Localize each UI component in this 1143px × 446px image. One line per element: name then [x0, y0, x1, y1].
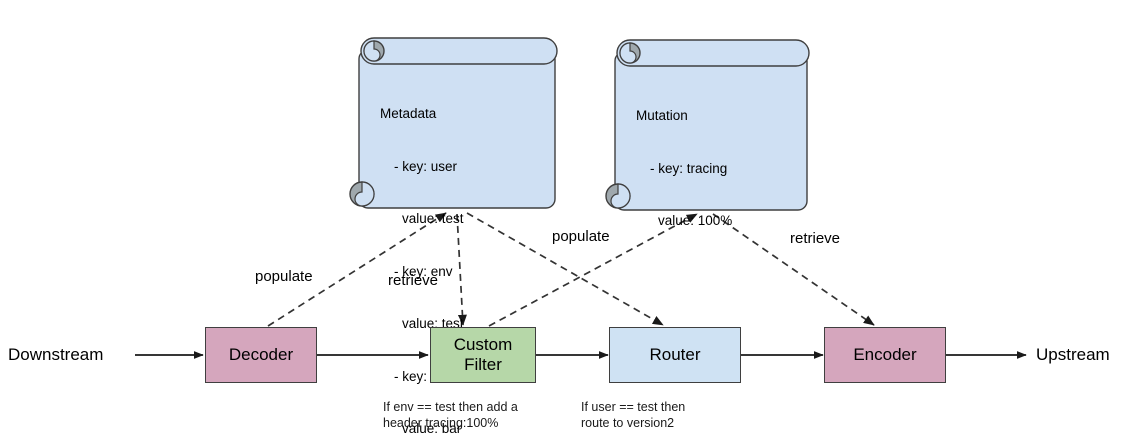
edge-label-retrieve-mutation: retrieve [790, 230, 841, 247]
caption-router: If user == test then route to version2 [581, 400, 686, 430]
scroll-metadata: Metadata - key: user value: test - key: … [349, 36, 558, 436]
scroll-mutation-text: Mutation - key: tracing value: 100% [636, 72, 732, 265]
edge-label-populate-metadata: populate [255, 268, 313, 285]
node-router[interactable]: Router [609, 327, 741, 383]
scroll-mutation-title: Mutation [636, 108, 688, 123]
scroll-mutation-key-0: - key: tracing [650, 160, 728, 176]
node-encoder[interactable]: Encoder [824, 327, 946, 383]
scroll-mutation-value-0: value: 100% [658, 213, 733, 228]
scroll-metadata-key-1: - key: env [394, 263, 453, 279]
node-router-label: Router [649, 345, 701, 364]
scroll-metadata-key-0: - key: user [394, 158, 458, 174]
scroll-metadata-text: Metadata - key: user value: test - key: … [380, 70, 464, 446]
scroll-metadata-title: Metadata [380, 106, 437, 121]
node-custom-filter-label-line2: Filter [464, 355, 502, 374]
scroll-metadata-value-2: value: bar [402, 421, 462, 436]
label-upstream: Upstream [1036, 345, 1110, 364]
node-custom-filter[interactable]: Custom Filter [430, 327, 536, 383]
edge-label-retrieve-metadata: retrieve [388, 272, 439, 289]
scroll-metadata-value-0: value: test [402, 211, 464, 226]
edge-label-populate-mutation: populate [552, 228, 610, 245]
scroll-metadata-shape [349, 37, 558, 209]
scroll-mutation: Mutation - key: tracing value: 100% [605, 38, 810, 228]
caption-custom-filter: If env == test then add a header tracing… [383, 400, 518, 430]
scroll-mutation-shape [605, 39, 810, 211]
label-downstream: Downstream [8, 345, 104, 364]
node-decoder[interactable]: Decoder [205, 327, 317, 383]
node-decoder-label: Decoder [228, 345, 294, 364]
node-custom-filter-label-line1: Custom [453, 335, 513, 354]
node-encoder-label: Encoder [853, 345, 917, 364]
